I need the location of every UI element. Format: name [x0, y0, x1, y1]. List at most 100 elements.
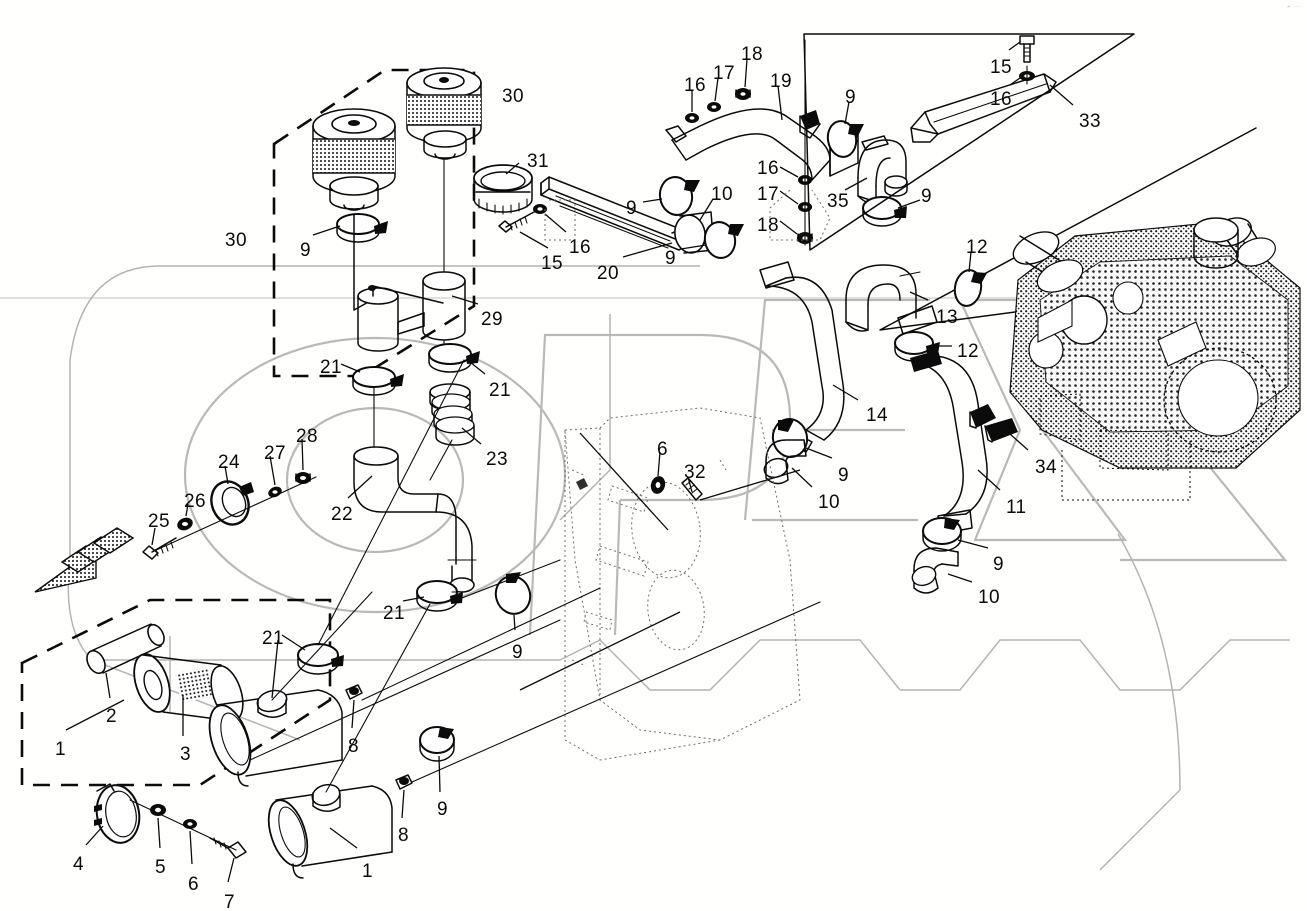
leader-25 — [151, 527, 156, 546]
callout-21-hose-clamp: 21 — [320, 357, 342, 378]
hose-clamp-9-e — [862, 196, 907, 227]
callout-12-hose-clamp-small: 12 — [966, 237, 988, 258]
hose-clamp-21-b — [428, 343, 480, 373]
callout-15-bolt: 15 — [541, 253, 563, 274]
corner-mark: ⌐ ··· — [1287, 4, 1301, 10]
bellows-hose-23 — [429, 383, 475, 446]
callout-17-lock-washer: 17 — [757, 184, 779, 205]
callout-9-hose-clamp: 9 — [512, 642, 523, 663]
assembly-axis-4-7 — [129, 799, 237, 851]
callout-18-nut: 18 — [757, 215, 779, 236]
direction-arrow-icon — [34, 527, 135, 593]
callout-22-intake-elbow-pipe: 22 — [331, 504, 353, 525]
leader-9-i — [438, 755, 441, 793]
callout-9-hose-clamp: 9 — [993, 554, 1004, 575]
assembly-axis-24-28 — [151, 476, 317, 553]
callout-9-hose-clamp: 9 — [845, 87, 856, 108]
rubber-elbow-10-c — [911, 547, 959, 594]
callout-1-muffler-group: 1 — [55, 739, 66, 760]
callout-21-hose-clamp: 21 — [383, 603, 405, 624]
dust-cap-31 — [473, 164, 533, 215]
axis-23-down — [429, 439, 453, 481]
leader-23 — [461, 427, 482, 445]
callout-9-hose-clamp: 9 — [921, 186, 932, 207]
leader-9-d — [844, 101, 850, 125]
hose-clamp-21-a — [352, 366, 404, 396]
callout-2-tube: 2 — [106, 706, 117, 727]
callout-21-hose-clamp: 21 — [489, 380, 511, 401]
callout-31-dust-cap: 31 — [527, 151, 549, 172]
callout-9-hose-clamp: 9 — [626, 198, 637, 219]
elbow-hose-13 — [845, 264, 938, 335]
hose-clamp-9-i — [419, 726, 455, 762]
callout-10-rubber-elbow: 10 — [978, 587, 1000, 608]
rubber-elbow-10-a — [674, 211, 715, 254]
callout-33-support-strap: 33 — [1079, 111, 1101, 132]
leader-15-a — [519, 231, 549, 249]
construction-lines — [249, 359, 821, 793]
callout-11-charge-air-pipe: 11 — [1006, 497, 1027, 518]
callout-21-hose-clamp: 21 — [262, 628, 284, 649]
leader-10-a — [699, 198, 714, 221]
leader-10-c — [947, 573, 973, 583]
callout-14-charge-air-pipe: 14 — [866, 405, 888, 426]
callout-9-hose-clamp: 9 — [437, 799, 448, 820]
hose-clamp-21-d — [297, 643, 344, 675]
washer-26 — [177, 517, 193, 531]
callout-25-bolt: 25 — [148, 511, 170, 532]
clamp-band-4 — [94, 783, 141, 844]
leader-panel-c — [699, 469, 801, 501]
bolt-7 — [209, 837, 247, 859]
callout-4-clamp-band: 4 — [73, 854, 84, 875]
hose-clamp-9-d — [826, 120, 864, 158]
leader-4 — [85, 825, 104, 846]
callout-9-hose-clamp: 9 — [838, 465, 849, 486]
callout-6-washer: 6 — [657, 439, 668, 460]
callout-24-v-band-clamp: 24 — [218, 452, 240, 473]
callout-17-lock-washer: 17 — [713, 63, 735, 84]
leader-21-d — [281, 634, 306, 651]
rail-bracket-20 — [540, 176, 689, 251]
air-cleaner-right — [406, 67, 482, 160]
tube-2 — [86, 623, 165, 675]
callout-5-washer: 5 — [155, 857, 166, 878]
callout-16-washer: 16 — [990, 89, 1012, 110]
hose-clamp-9-h — [494, 572, 532, 615]
hose-clamp-9-b — [658, 176, 700, 216]
leader-21-a — [340, 363, 361, 373]
leader-32 — [687, 476, 693, 493]
callout-19-intake-tube: 19 — [770, 71, 792, 92]
leader-5 — [157, 817, 161, 849]
leader-13 — [909, 291, 929, 301]
leader-34 — [1009, 433, 1029, 451]
fasteners-16-17-18-top — [685, 58, 751, 123]
mounting-bracket-29 — [357, 271, 466, 352]
group-frame-30 — [272, 68, 476, 378]
callout-23-bellows-hose: 23 — [486, 449, 508, 470]
leader-35 — [844, 177, 868, 191]
hose-clamp-9-c — [703, 221, 744, 259]
leader-16-a — [544, 213, 567, 233]
leader-9-c — [680, 244, 707, 250]
hose-clamp-9-f — [771, 418, 809, 458]
leader-26 — [185, 503, 189, 517]
callout-32-bolt: 32 — [684, 462, 706, 483]
leader-7 — [227, 857, 235, 883]
leader-28 — [301, 438, 304, 471]
callout-28-nut: 28 — [296, 426, 318, 447]
leader-31 — [505, 162, 520, 175]
leader-21-to-muffler-a — [271, 639, 279, 699]
callout-35-rubber-elbow-90: 35 — [827, 191, 849, 212]
leader-21-c — [402, 596, 425, 602]
leader-9-a — [312, 225, 341, 236]
filter-element-3 — [133, 653, 244, 722]
callout-27-washer: 27 — [264, 443, 286, 464]
washer-5 — [150, 804, 166, 816]
leader-11 — [977, 469, 1001, 491]
engine-illustration — [1009, 217, 1301, 501]
intake-elbow-pipe-22 — [353, 446, 477, 593]
muffler-1-upper — [208, 689, 343, 787]
leader-9-b — [642, 198, 663, 203]
callout-10-rubber-elbow: 10 — [711, 184, 733, 205]
